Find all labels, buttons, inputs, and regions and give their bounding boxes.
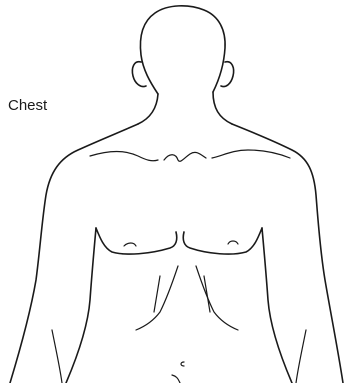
navel [181, 362, 184, 366]
clavicle-notch [164, 152, 206, 161]
right-ribcage-line [196, 266, 238, 330]
left-inner-arm [66, 228, 96, 383]
left-oblique-line [154, 276, 160, 312]
chest-label: Chest [8, 97, 47, 115]
left-lower-hint [172, 375, 180, 383]
left-ribcage-line [136, 266, 178, 330]
right-oblique-line [204, 276, 210, 312]
left-nipple [124, 243, 136, 246]
neck-left [138, 94, 158, 124]
left-arm-crease [52, 330, 62, 383]
neck-right [213, 92, 232, 124]
left-trapezius-line [90, 152, 158, 161]
head-outline [140, 6, 225, 94]
right-shoulder-arm [232, 124, 343, 383]
right-pectoral [183, 228, 262, 254]
right-nipple [228, 241, 238, 244]
left-pectoral [96, 228, 177, 254]
right-inner-arm [262, 228, 292, 383]
right-arm-crease [296, 330, 306, 383]
right-trapezius-line [212, 150, 290, 158]
